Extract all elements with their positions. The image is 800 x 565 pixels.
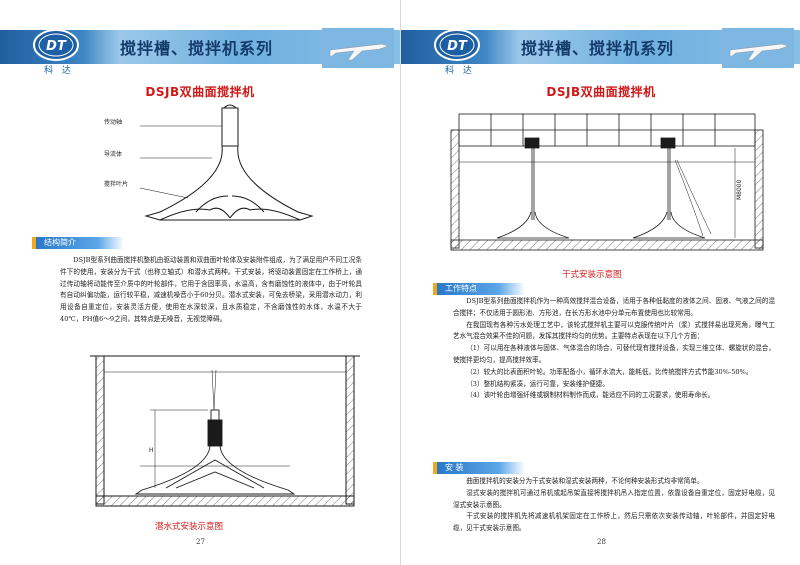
structure-intro-text: DSJB型系列曲面搅拌机整机由驱动装置和双曲面叶轮体及安装附件组成，为了满足用户… — [60, 255, 362, 326]
features-section-heading: 工作特点 — [433, 283, 525, 295]
blade-label: 搅拌叶片 — [104, 180, 128, 188]
logo-text: DT — [447, 39, 468, 54]
product-title: DSJB双曲面搅拌机 — [546, 85, 656, 99]
mixer-structure-drawing: 传动轴 导流体 搅拌叶片 — [104, 104, 314, 221]
features-paragraph: （1）可以用在各种液体与固体、气体混合的场合，可替代现有搅拌设备，实现三维立体、… — [453, 344, 775, 364]
series-title: 搅拌槽、搅拌机系列 — [521, 39, 675, 58]
airplane-icon — [322, 28, 394, 68]
airplane-icon — [722, 28, 794, 68]
hyperbolic-body-shape — [144, 145, 314, 221]
install-paragraph: 曲面搅拌机的安装分为干式安装和湿式安装两种，不论何种安装形式均非常简单。 — [466, 477, 704, 485]
logo-caption: 科 达 — [44, 66, 74, 76]
series-title: 搅拌槽、搅拌机系列 — [120, 39, 274, 58]
structure-section-heading: 结构简介 — [32, 237, 124, 249]
dimension-label: M8000 — [736, 179, 743, 200]
page-number-left: 27 — [196, 538, 205, 546]
logo-text: DT — [46, 39, 67, 54]
logo-caption: 科 达 — [445, 66, 475, 76]
features-text: DSJB型系列曲面搅拌机作为一种高效搅拌混合设备，适用于各种低黏度的液体之间、固… — [453, 296, 775, 402]
install-text: 曲面搅拌机的安装分为干式安装和湿式安装两种，不论何种安装形式均非常简单。 湿式安… — [453, 476, 775, 535]
features-paragraph: （2）较大的比表面积叶轮。功率配备小，循环水流大，能耗低，比传统搅拌方式节能30… — [466, 367, 753, 376]
drive-shaft-shape — [221, 107, 239, 147]
submerged-caption: 潜水式安装示意图 — [155, 522, 224, 532]
company-logo-icon: DT — [33, 29, 79, 61]
install-section-heading: 安 装 — [433, 462, 525, 474]
shaft-label: 传动轴 — [104, 118, 122, 126]
features-paragraph: DSJB型系列曲面搅拌机作为一种高效搅拌混合设备，适用于各种低黏度的液体之间、固… — [453, 297, 775, 317]
right-page: DT 科 达 搅拌槽、搅拌机系列 DSJB双曲面搅拌机 — [400, 0, 800, 565]
features-paragraph: （4）该叶轮由增强纤维或钢制材料制作而成，能适应不同的工况要求，使用寿命长。 — [466, 391, 715, 400]
intro-paragraph: DSJB型系列曲面搅拌机整机由驱动装置和双曲面叶轮体及安装附件组成，为了满足用户… — [60, 256, 362, 323]
page-number-right: 28 — [597, 538, 606, 546]
product-title: DSJB双曲面搅拌机 — [145, 85, 255, 99]
features-paragraph: 在我国现有各种污水处理工艺中，该轮式搅拌机主要可以克服传统叶片（浆）式搅拌易出现… — [453, 320, 775, 341]
dry-install-drawing: M8000 — [450, 113, 764, 251]
guide-label: 导流体 — [104, 150, 122, 158]
dry-caption: 干式安装示意图 — [562, 270, 622, 280]
dimension-h-label: H — [149, 447, 154, 454]
install-paragraph: 干式安装的搅拌机先将减速机机架固定在工作桥上，然后只需依次安装传动轴，叶轮部件，… — [453, 512, 775, 533]
install-paragraph: 湿式安装的搅拌机可通过吊机或起吊架直接将搅拌机吊入指定位置，依靠设备自重定位，固… — [453, 488, 775, 509]
left-page: DT 科 达 搅拌槽、搅拌机系列 DSJB双曲面搅拌机 传动轴 导流体 搅拌叶片… — [0, 28, 400, 546]
submerged-install-drawing: H — [90, 355, 360, 507]
features-paragraph: （3）整机结构紧凑，运行可靠，安装维护便捷。 — [466, 379, 609, 388]
company-logo-icon: DT — [434, 29, 480, 61]
